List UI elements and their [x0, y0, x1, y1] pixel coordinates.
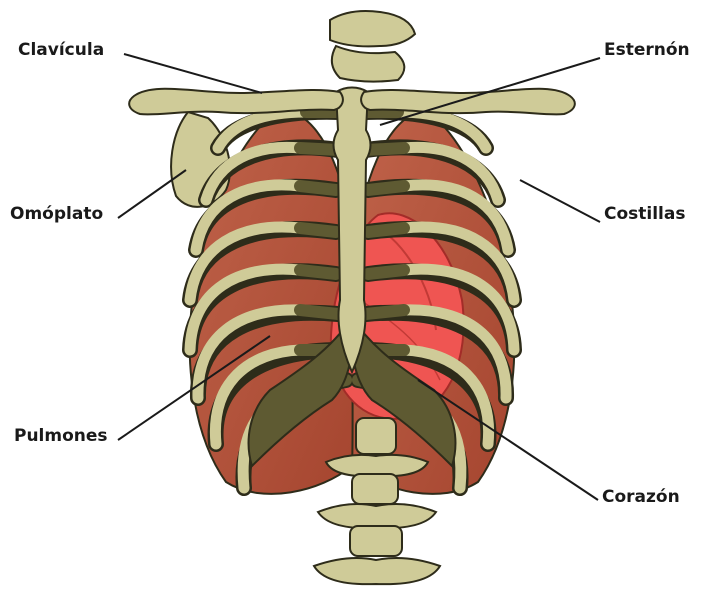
label-corazon: Corazón [602, 487, 680, 507]
label-omoplato: Omóplato [10, 204, 103, 224]
label-costillas: Costillas [604, 204, 685, 224]
sternum [334, 88, 371, 373]
label-clavicula: Clavícula [18, 40, 104, 60]
label-esternon: Esternón [604, 40, 690, 60]
leader-line-clavicula [124, 54, 262, 93]
label-pulmones: Pulmones [14, 426, 108, 446]
leader-line-costillas [520, 180, 600, 222]
